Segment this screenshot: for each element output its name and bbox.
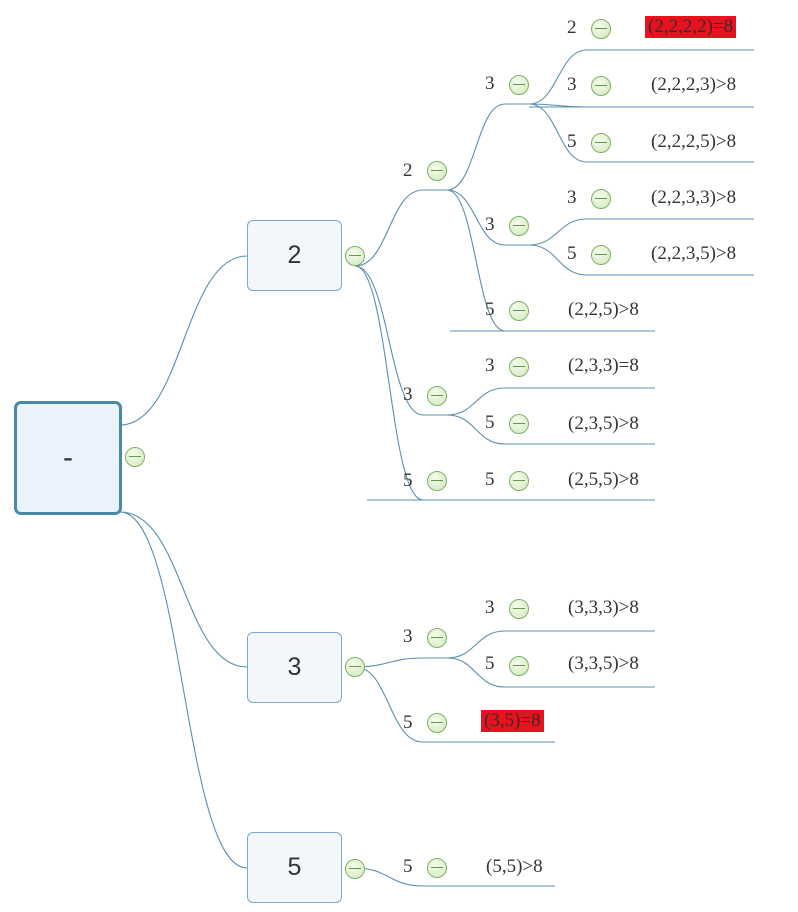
connector-3-to-3	[354, 657, 424, 668]
node-2-2-2-2-collapse-toggle-icon[interactable]	[591, 19, 611, 39]
node-2-5-5-collapse-toggle-icon[interactable]	[509, 471, 529, 491]
result-label-2223: (2,2,2,3)>8	[651, 74, 737, 95]
node-2-3-5-label: 5	[485, 412, 495, 433]
connector-23-to-5	[446, 414, 506, 445]
node-2-2-3-collapse-toggle-icon[interactable]	[509, 216, 529, 236]
branch-node-label: 2	[287, 241, 302, 269]
node-2-2-2-3-label: 3	[567, 74, 577, 95]
root-node-label: -	[63, 441, 73, 474]
result-label-235: (2,3,5)>8	[568, 413, 639, 434]
node-2-3-collapse-toggle-icon[interactable]	[427, 386, 447, 406]
connector-222-to-2	[528, 49, 588, 105]
connector-223-to-5	[528, 244, 588, 276]
branch-node-5[interactable]: 5	[247, 832, 342, 903]
connector-2-to-3	[354, 265, 424, 416]
connector-223-to-3	[528, 218, 588, 246]
result-label-333: (3,3,3)>8	[568, 597, 639, 618]
connector-5-to-5	[354, 867, 424, 887]
node-2-3-label: 3	[403, 384, 413, 405]
connector-33-to-3	[446, 630, 506, 659]
root-node[interactable]: -	[14, 401, 122, 515]
connector-23-to-3	[446, 387, 506, 416]
node-3-5-collapse-toggle-icon[interactable]	[427, 713, 447, 733]
connector-2-to-5	[354, 265, 424, 501]
node-3-3-3-label: 3	[485, 597, 495, 618]
node-2-2-3-3-collapse-toggle-icon[interactable]	[591, 189, 611, 209]
node-3-3-5-label: 5	[485, 653, 495, 674]
result-label-2233: (2,2,3,3)>8	[651, 187, 737, 208]
result-label-55: (5,5)>8	[486, 856, 543, 877]
node-2-2-2-2-label: 2	[567, 17, 577, 38]
node-2-3-3-label: 3	[485, 355, 495, 376]
node-2-2-3-label: 3	[485, 214, 495, 235]
result-label-35: (3,5)=8	[481, 710, 544, 732]
result-label-255: (2,5,5)>8	[568, 469, 639, 490]
root-collapse-toggle-icon[interactable]	[125, 447, 145, 467]
result-label-225: (2,2,5)>8	[568, 299, 639, 320]
node-3-3-5-collapse-toggle-icon[interactable]	[509, 656, 529, 676]
node-2-5-5-label: 5	[485, 469, 495, 490]
branch-node-2[interactable]: 2	[247, 220, 342, 291]
branch-3-collapse-toggle-icon[interactable]	[345, 657, 365, 677]
node-3-5-label: 5	[403, 712, 413, 733]
result-label-233: (2,3,3)=8	[568, 355, 639, 376]
branch-2-collapse-toggle-icon[interactable]	[345, 246, 365, 266]
node-2-2-2-collapse-toggle-icon[interactable]	[509, 75, 529, 95]
node-2-2-3-5-label: 5	[567, 243, 577, 264]
node-3-3-collapse-toggle-icon[interactable]	[427, 628, 447, 648]
node-2-2-2-3-collapse-toggle-icon[interactable]	[591, 76, 611, 96]
result-label-2235: (2,2,3,5)>8	[651, 243, 737, 264]
branch-5-collapse-toggle-icon[interactable]	[345, 859, 365, 879]
connector-22-to-5	[446, 189, 506, 332]
node-2-3-5-collapse-toggle-icon[interactable]	[509, 414, 529, 434]
connector-root-to-2	[119, 255, 248, 426]
branch-node-3[interactable]: 3	[247, 632, 342, 703]
result-label-2225: (2,2,2,5)>8	[651, 131, 737, 152]
node-2-2-3-3-label: 3	[567, 187, 577, 208]
connector-root-to-3	[119, 511, 248, 668]
connector-22-to-3	[446, 189, 506, 246]
node-2-2-2-label: 3	[485, 73, 495, 94]
result-label-335: (3,3,5)>8	[568, 653, 639, 674]
connector-33-to-5	[446, 657, 506, 688]
node-3-3-3-collapse-toggle-icon[interactable]	[509, 599, 529, 619]
node-2-2-5-collapse-toggle-icon[interactable]	[509, 301, 529, 321]
node-2-2-2-5-collapse-toggle-icon[interactable]	[591, 133, 611, 153]
connector-22-to-2	[446, 103, 506, 191]
node-3-3-label: 3	[403, 626, 413, 647]
result-label-2222: (2,2,2,2)=8	[645, 16, 737, 38]
node-2-3-3-collapse-toggle-icon[interactable]	[509, 357, 529, 377]
node-2-2-label: 2	[403, 160, 413, 181]
node-2-2-3-5-collapse-toggle-icon[interactable]	[591, 245, 611, 265]
node-2-2-5-label: 5	[485, 299, 495, 320]
node-2-5-collapse-toggle-icon[interactable]	[427, 471, 447, 491]
connector-2-to-2	[354, 189, 424, 267]
branch-node-label: 3	[287, 653, 302, 681]
branch-node-label: 5	[287, 853, 302, 881]
connector-3-to-5	[354, 666, 424, 743]
node-2-2-collapse-toggle-icon[interactable]	[427, 161, 447, 181]
connector-222-to-5	[528, 103, 588, 163]
node-5-5-collapse-toggle-icon[interactable]	[427, 858, 447, 878]
node-5-5-label: 5	[403, 856, 413, 877]
node-2-5-label: 5	[403, 470, 413, 491]
connector-root-to-5	[119, 511, 248, 869]
node-2-2-2-5-label: 5	[567, 131, 577, 152]
